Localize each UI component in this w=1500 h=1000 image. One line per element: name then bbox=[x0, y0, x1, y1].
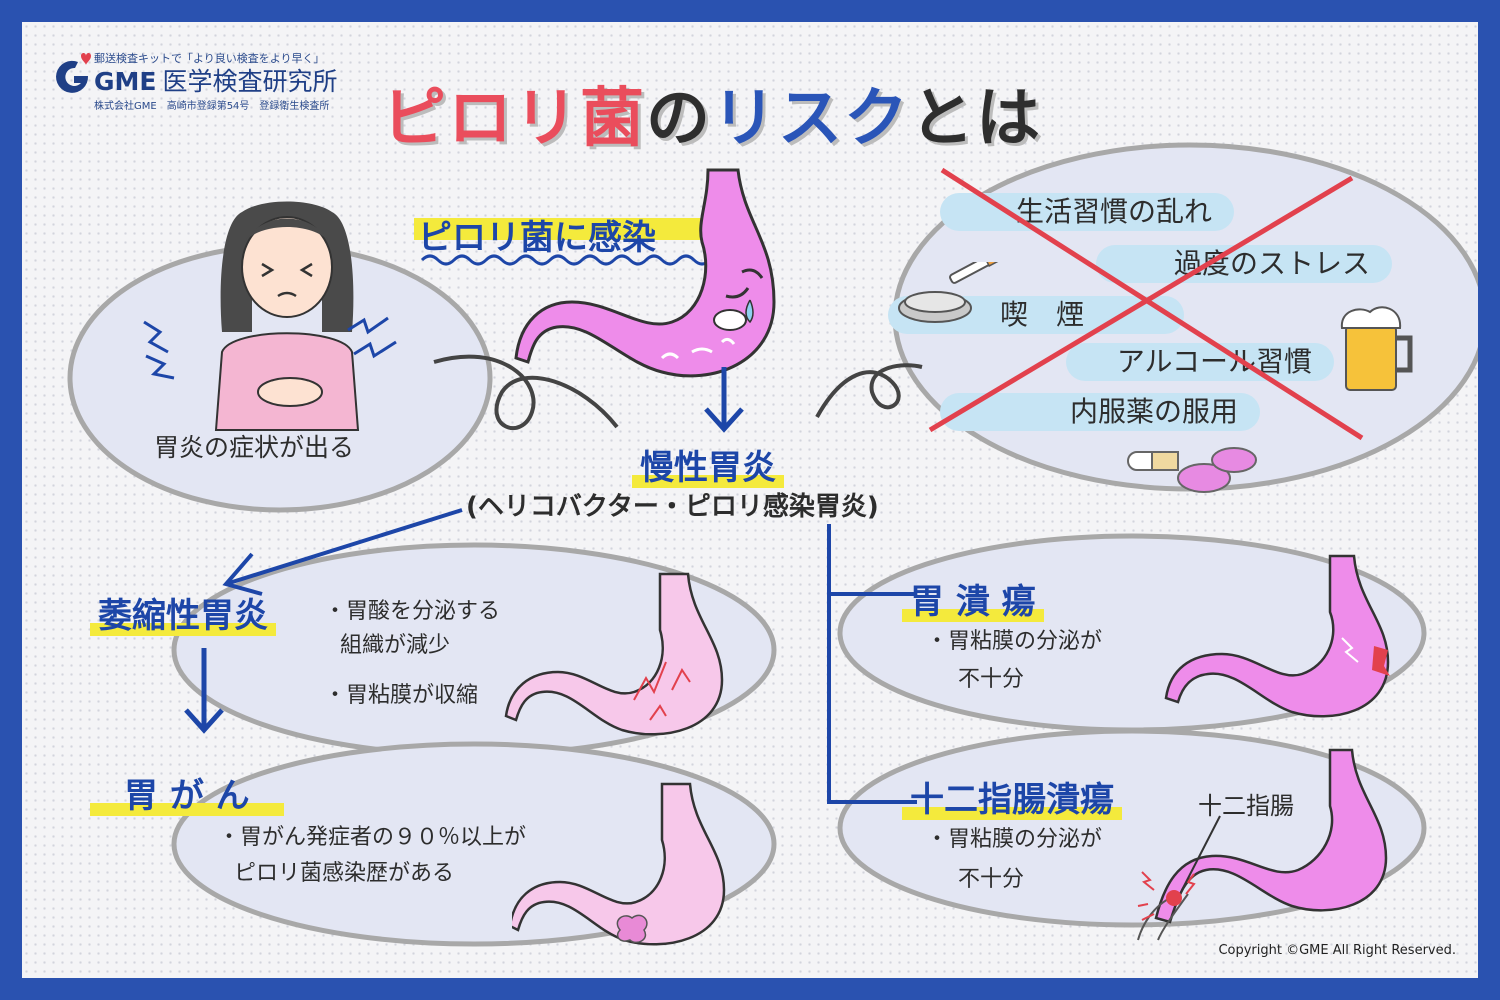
connector-left-loop bbox=[433, 354, 619, 431]
title-part-no: の bbox=[646, 82, 712, 156]
duodenal-ulcer-title: 十二指腸潰瘍 bbox=[902, 772, 1122, 821]
ulcer-stomach-illustration bbox=[1164, 554, 1390, 718]
cancer-ellipse bbox=[171, 741, 777, 947]
atrophic-gastritis-title-text: 萎縮性胃炎 bbox=[90, 596, 276, 636]
chronic-gastritis-subtitle: (ヘリコバクター・ピロリ感染胃炎) bbox=[466, 492, 879, 522]
heart-logo-icon bbox=[56, 53, 91, 93]
title-part-risk: リスク bbox=[712, 82, 910, 156]
infection-label: ピロリ菌に感染 bbox=[418, 218, 656, 258]
cancer-stomach-illustration bbox=[512, 782, 726, 946]
logo-brand-name: GME bbox=[94, 67, 157, 96]
logo-institute-name: 医学検査研究所 bbox=[162, 67, 338, 96]
woman-stomachache-illustration bbox=[214, 201, 360, 431]
arrow-down-chronic bbox=[704, 367, 744, 433]
gastric-ulcer-point-1: ・胃粘膜の分泌が bbox=[926, 629, 1103, 654]
stomach-illustration bbox=[514, 168, 776, 378]
gastric-ulcer-title-text: 胃 潰 瘍 bbox=[902, 582, 1044, 622]
beer-mug-icon bbox=[1340, 306, 1413, 391]
atrophic-point-1: ・胃酸を分泌する bbox=[324, 599, 501, 624]
duodenal-ulcer-title-text: 十二指腸潰瘍 bbox=[902, 780, 1122, 820]
title-part-pylori: ピロリ菌 bbox=[382, 82, 646, 156]
page-title: ピロリ菌のリスクとは bbox=[382, 67, 1042, 159]
cause-pill-medication: 内服薬の服用 bbox=[940, 393, 1260, 431]
symptom-label: 胃炎の症状が出る bbox=[154, 433, 355, 462]
logo-tagline: 郵送検査キットで「より良い検査をより早く」 bbox=[94, 52, 325, 65]
infection-highlight bbox=[414, 218, 704, 240]
pain-mark-right-icon bbox=[347, 316, 397, 359]
medicine-pills-icon bbox=[1127, 447, 1257, 493]
duodenal-ulcer-point-1: ・胃粘膜の分泌が bbox=[926, 827, 1103, 852]
duodenum-stomach-illustration bbox=[1137, 748, 1388, 941]
ashtray-cigarette-icon bbox=[898, 262, 1003, 323]
chronic-gastritis-title: 慢性胃炎 bbox=[632, 440, 784, 489]
cancer-point-1b: ピロリ菌感染歴がある bbox=[234, 861, 455, 886]
branch-to-ulcers bbox=[827, 524, 917, 804]
gastric-ulcer-point-1b: 不十分 bbox=[958, 667, 1025, 692]
cause-pill-alcohol: アルコール習慣 bbox=[1066, 343, 1334, 381]
copyright-text: Copyright ©GME All Right Reserved. bbox=[1218, 943, 1456, 958]
pain-mark-left-icon bbox=[143, 320, 175, 380]
atrophic-point-1b: 組織が減少 bbox=[340, 633, 451, 658]
cancer-point-1: ・胃がん発症者の９０％以上が bbox=[218, 825, 527, 850]
red-cross-mark bbox=[928, 167, 1364, 441]
duodenal-ulcer-point-1b: 不十分 bbox=[958, 867, 1025, 892]
atrophic-stomach-illustration bbox=[504, 572, 724, 736]
gastric-ulcer-title: 胃 潰 瘍 bbox=[902, 574, 1044, 623]
atrophic-point-2: ・胃粘膜が収縮 bbox=[324, 683, 479, 708]
connector-right-loop bbox=[815, 363, 923, 418]
logo-subtitle: 株式会社GME 高崎市登録第54号 登録衛生検査所 bbox=[94, 101, 330, 112]
duodenum-label: 十二指腸 bbox=[1198, 792, 1294, 820]
wavy-underline bbox=[420, 254, 712, 266]
arrow-down-cancer bbox=[184, 648, 224, 734]
title-part-towa: とは bbox=[910, 82, 1042, 156]
gastric-cancer-title: 胃 が ん bbox=[90, 768, 284, 817]
chronic-gastritis-title-text: 慢性胃炎 bbox=[632, 448, 784, 488]
gastric-cancer-title-text: 胃 が ん bbox=[90, 776, 284, 816]
arrow-to-atrophic bbox=[222, 508, 463, 596]
atrophic-gastritis-title: 萎縮性胃炎 bbox=[90, 588, 276, 637]
